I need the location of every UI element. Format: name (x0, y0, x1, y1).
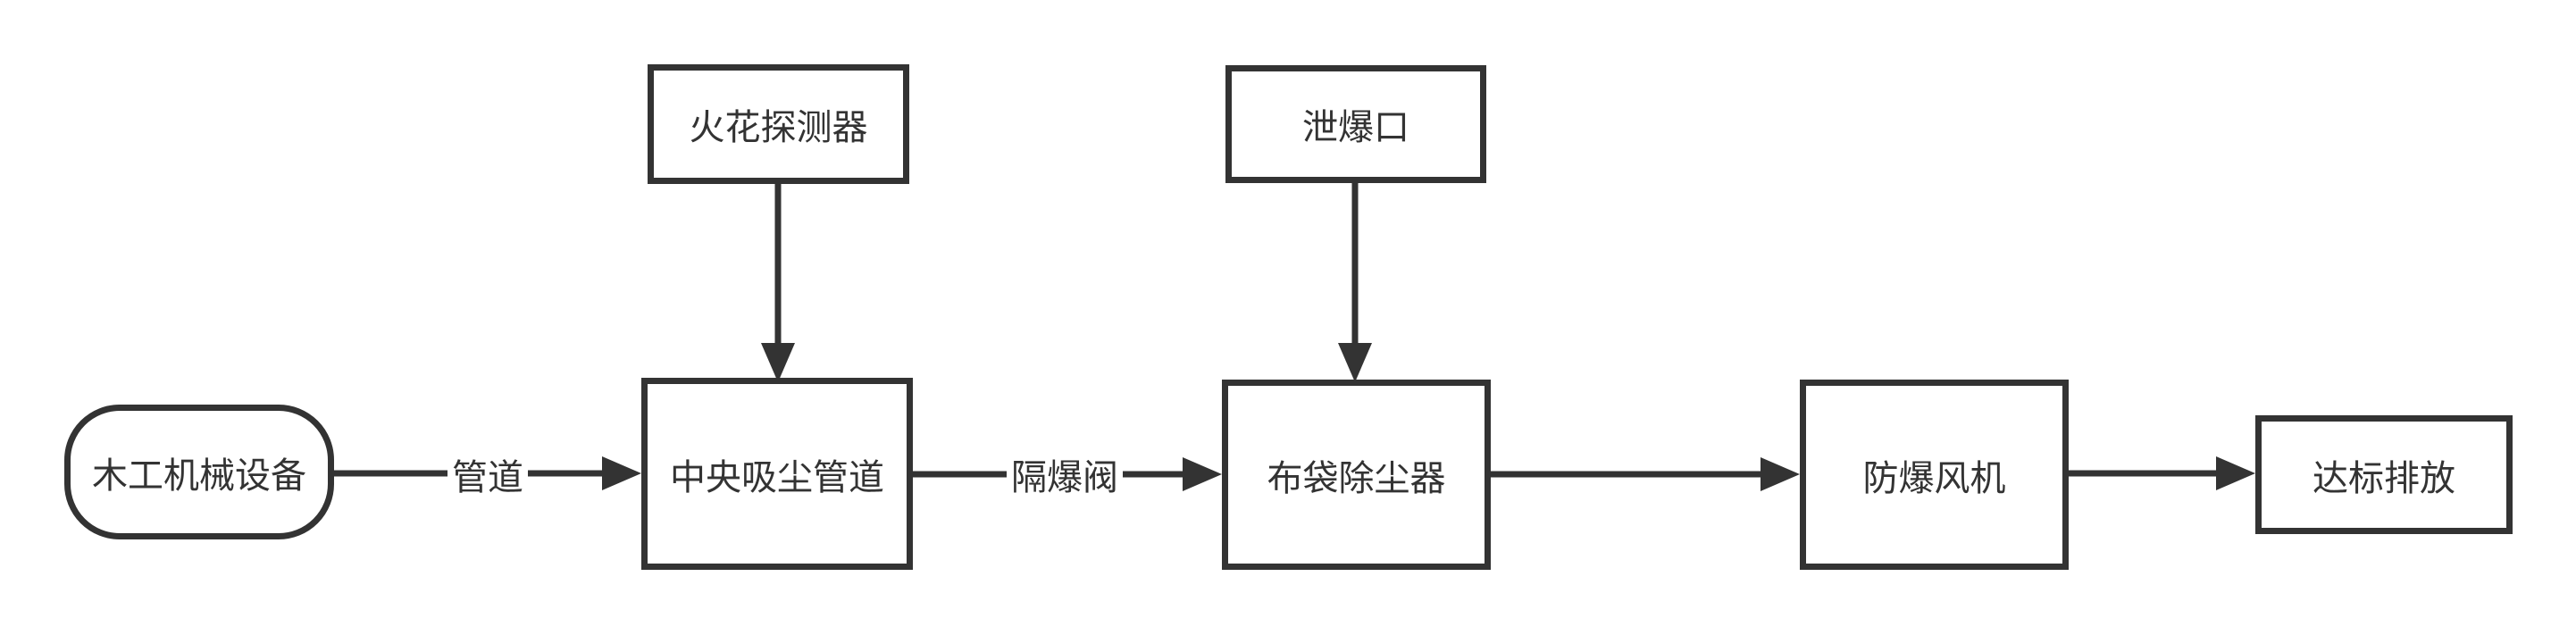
arrow-explosion-vent-to-bag-filter (1338, 183, 1372, 382)
arrow-fan-to-discharge (2069, 456, 2255, 490)
edge-label-explosion-isolation-valve: 隔爆阀 (1007, 448, 1123, 500)
node-compliant-discharge: 达标排放 (2255, 415, 2513, 534)
edge-label-pipe: 管道 (447, 448, 528, 500)
node-label: 布袋除尘器 (1267, 458, 1446, 498)
node-central-dust-duct: 中央吸尘管道 (641, 378, 913, 570)
arrow-bag-filter-to-fan (1491, 457, 1800, 491)
node-woodworking-machinery: 木工机械设备 (64, 405, 334, 539)
node-bag-dust-collector: 布袋除尘器 (1222, 380, 1491, 570)
node-label: 泄爆口 (1302, 108, 1409, 147)
node-label: 达标排放 (2313, 458, 2455, 498)
node-spark-detector: 火花探测器 (648, 64, 909, 184)
node-label: 木工机械设备 (92, 455, 306, 496)
node-label: 火花探测器 (689, 108, 868, 147)
node-explosion-vent: 泄爆口 (1225, 65, 1486, 183)
arrow-spark-detector-to-duct (761, 184, 795, 382)
node-label: 防爆风机 (1862, 458, 2006, 498)
node-label: 中央吸尘管道 (670, 457, 884, 497)
node-explosion-proof-fan: 防爆风机 (1800, 380, 2069, 570)
